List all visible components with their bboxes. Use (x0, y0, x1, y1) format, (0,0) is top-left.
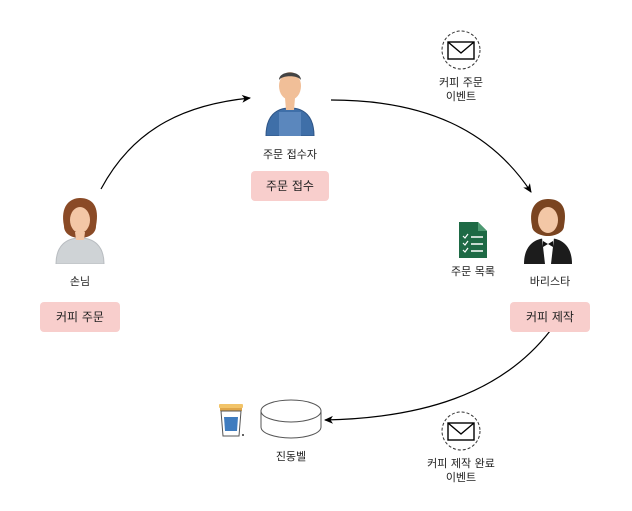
order-list-document-icon (458, 221, 488, 263)
customer-person-icon (52, 196, 108, 268)
order-list-label: 주문 목록 (451, 265, 495, 278)
coffee-done-event-label-line1: 커피 제작 완료 (427, 457, 495, 470)
coffee-done-event-label-line2: 이벤트 (445, 471, 477, 484)
arrow-barista-to-buzzer (324, 330, 551, 424)
order-event-label-line1: 커피 주문 (439, 76, 483, 89)
order-event-label-line2: 이벤트 (445, 90, 477, 103)
buzzer-device-icon (259, 399, 323, 445)
make-coffee-action: 커피 제작 (510, 302, 590, 332)
arrow-receiver-to-barista (330, 99, 532, 193)
barista-person-icon (520, 198, 576, 268)
coffee-done-event-envelope-icon (440, 410, 482, 456)
order-receiver-person-icon (262, 66, 318, 140)
buzzer-label: 진동벨 (275, 450, 307, 463)
coffee-cup-icon (218, 403, 246, 441)
arrow-customer-to-receiver (100, 94, 251, 190)
customer-label: 손님 (69, 275, 91, 288)
order-coffee-action: 커피 주문 (40, 302, 120, 332)
barista-label: 바리스타 (529, 275, 571, 288)
take-order-action: 주문 접수 (251, 171, 329, 201)
order-event-envelope-icon (440, 29, 482, 75)
order-receiver-label: 주문 접수자 (262, 148, 318, 161)
